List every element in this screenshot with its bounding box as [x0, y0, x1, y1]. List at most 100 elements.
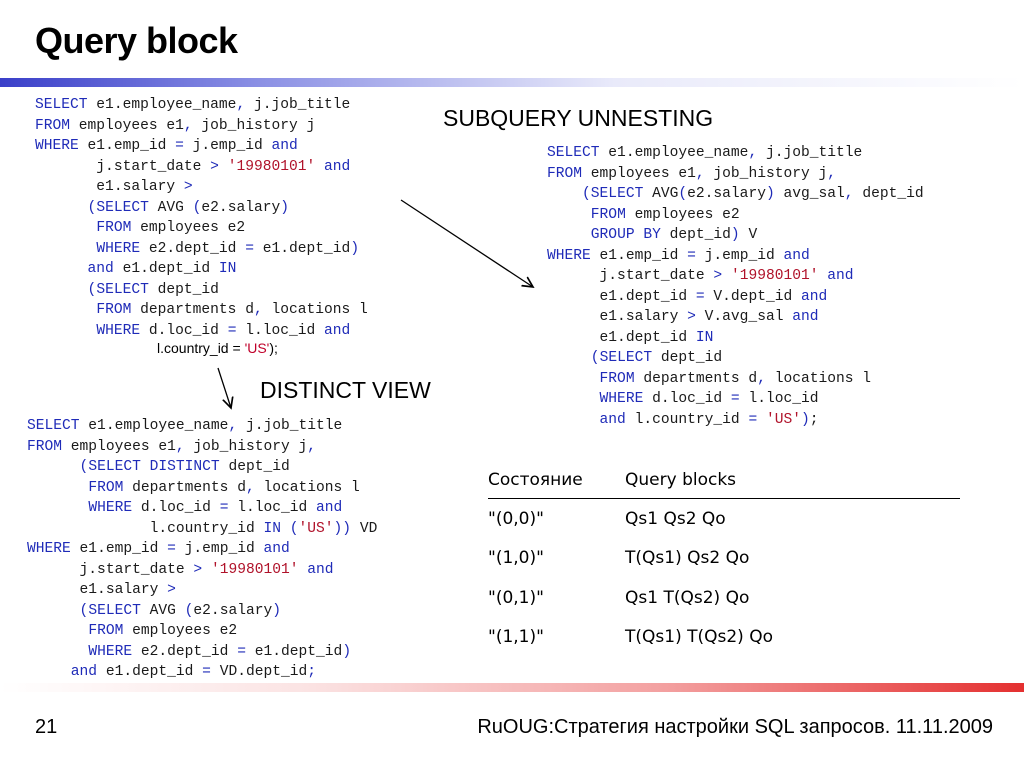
sql-keyword: SELECT DISTINCT — [88, 459, 220, 475]
sql-text: avg_sal — [774, 186, 845, 202]
sql-string-literal: 'US' — [765, 411, 801, 428]
code-line: WHERE d.loc_id = l.loc_id — [547, 389, 924, 410]
slide-title: Query block — [35, 20, 238, 61]
sql-keyword: GROUP BY — [590, 227, 661, 243]
sql-text: l.loc_id — [739, 391, 819, 407]
sql-keyword: FROM — [96, 302, 132, 318]
sql-keyword: WHERE — [35, 138, 79, 154]
sql-text: d.loc_id — [643, 391, 731, 407]
state-cell: "(1,1)" — [488, 627, 544, 648]
sql-keyword: SELECT — [27, 418, 80, 434]
sql-text: j.job_title — [245, 97, 351, 113]
sql-operator: ) — [730, 227, 740, 243]
state-table: Состояние Query blocks "(0,0)" Qs1 Qs2 Q… — [488, 470, 960, 657]
sql-keyword: SELECT — [88, 602, 141, 619]
arrow-to-distinct-view — [217, 367, 231, 408]
state-column-header: Состояние — [488, 470, 625, 499]
sql-string-literal: '19980101' — [210, 561, 299, 578]
sql-string-literal: '19980101' — [730, 268, 819, 284]
sql-keyword: FROM — [35, 117, 71, 134]
state-table-header-row: Состояние Query blocks — [488, 470, 960, 499]
sql-keyword: WHERE — [599, 391, 644, 407]
sql-keyword: and — [827, 268, 854, 284]
sql-keyword: WHERE — [96, 322, 141, 339]
sql-operator: = — [245, 240, 254, 257]
code-line: FROM departments d, locations l — [35, 300, 368, 321]
sql-keyword: FROM — [590, 206, 626, 223]
sql-operator: ( — [678, 186, 688, 202]
sql-text: employees e2 — [131, 220, 246, 236]
query-blocks-cell: Qs1 Qs2 Qo — [625, 508, 726, 529]
sql-operator: , — [757, 370, 766, 387]
sql-text: employees e1 — [582, 165, 696, 182]
sql-operator: ) — [801, 411, 810, 428]
code-line: e1.dept_id = V.dept_id and — [547, 287, 924, 308]
code-line: FROM employees e1, job_history j, — [547, 164, 924, 185]
sql-keyword: IN — [263, 520, 281, 537]
sql-text: departments d — [131, 302, 254, 318]
sql-text: employees e2 — [123, 623, 238, 639]
code-line: WHERE d.loc_id = l.loc_id and — [27, 498, 377, 519]
sql-keyword: SELECT — [547, 145, 600, 161]
footer-caption: RuOUG:Стратегия настройки SQL запросов. … — [477, 716, 993, 738]
sql-keyword: FROM — [599, 370, 635, 387]
sql-text: e1.dept_id — [245, 643, 343, 660]
code-line: j.start_date > '19980101' and — [547, 266, 924, 287]
sql-keyword: and — [307, 561, 334, 578]
sql-text: e2.dept_id — [132, 643, 238, 660]
sql-text: e2.salary — [687, 186, 766, 202]
code-line: GROUP BY dept_id) V — [547, 225, 924, 246]
code-line: e1.dept_id IN — [547, 328, 924, 349]
sql-text: e2.dept_id — [140, 240, 246, 257]
sql-text: j.emp_id — [695, 247, 784, 264]
sql-text: e1.emp_id — [70, 541, 168, 557]
sql-operator: > — [183, 179, 193, 195]
sql-operator: ( — [87, 199, 97, 216]
sql-operator: = — [237, 643, 246, 660]
code-line: SELECT e1.employee_name, j.job_title — [27, 416, 377, 437]
code-line: e1.salary > — [27, 580, 377, 601]
code-line: FROM departments d, locations l — [547, 369, 924, 390]
code-line: FROM employees e2 — [35, 218, 368, 239]
query-blocks-column-header: Query blocks — [625, 470, 960, 499]
code-line: and e1.dept_id IN — [35, 259, 368, 280]
query-blocks-cell: T(Qs1) Qs2 Qo — [625, 548, 750, 569]
sql-operator: ( — [87, 281, 97, 298]
sql-operator: , — [175, 438, 185, 455]
sql-operator: ) — [765, 186, 775, 202]
sql-operator: ( — [184, 602, 194, 619]
sql-keyword: FROM — [96, 220, 132, 236]
sql-text: AVG — [643, 186, 679, 202]
sql-text: V — [739, 227, 758, 243]
sql-text: j.start_date — [547, 268, 714, 284]
table-row: "(0,1)" Qs1 T(Qs2) Qo — [488, 578, 960, 618]
table-row: "(0,0)" Qs1 Qs2 Qo — [488, 499, 960, 539]
sql-text: j.job_title — [237, 418, 343, 434]
sql-keyword: SELECT — [96, 281, 149, 298]
sql-text: e1.dept_id — [97, 664, 203, 680]
sql-operator: , — [695, 165, 705, 182]
sql-keyword: SELECT — [590, 186, 644, 202]
code-line: (SELECT AVG(e2.salary) avg_sal, dept_id — [547, 184, 924, 205]
sql-text: e1.salary — [547, 309, 688, 325]
sql-operator: ( — [582, 186, 591, 202]
code-line: WHERE e1.emp_id = j.emp_id and — [547, 246, 924, 267]
sql-text: employees e1 — [62, 438, 176, 455]
sql-string-literal: 'US' — [298, 520, 334, 537]
sql-keyword: FROM — [547, 165, 583, 182]
sql-text: locations l — [254, 479, 360, 496]
distinct-view-heading: DISTINCT VIEW — [260, 377, 431, 403]
code-line: e1.salary > V.avg_sal and — [547, 307, 924, 328]
code-line: and e1.dept_id = VD.dept_id; — [27, 662, 377, 683]
sql-keyword: FROM — [88, 479, 124, 496]
sql-text: VD — [351, 520, 378, 537]
state-cell: "(0,1)" — [488, 587, 544, 608]
country-filter-suffix: ); — [269, 340, 278, 356]
sql-operator: ) — [342, 643, 352, 660]
sql-text: l.loc_id — [228, 500, 317, 516]
sql-keyword: and — [316, 500, 343, 516]
sql-text: ; — [809, 411, 819, 428]
sql-operator: > — [193, 561, 203, 578]
